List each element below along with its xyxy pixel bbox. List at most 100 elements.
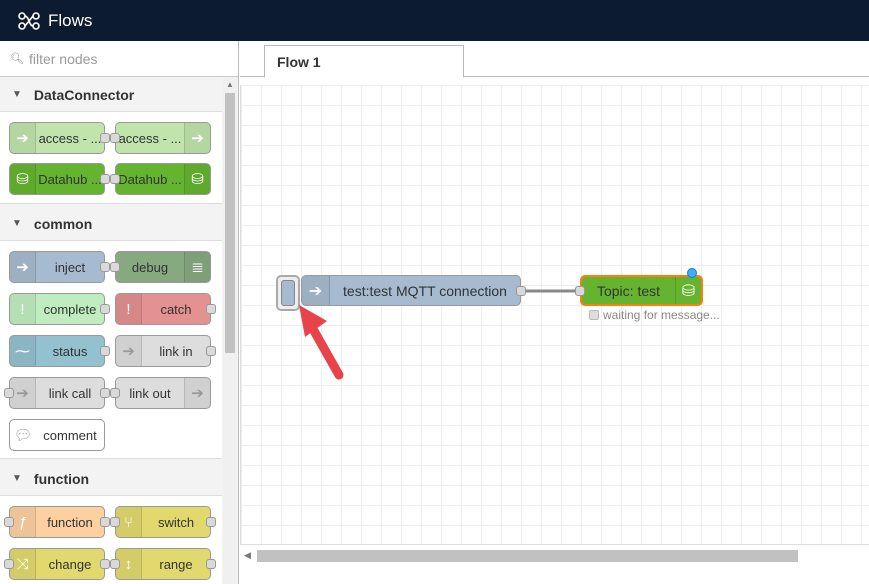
inject-trigger-button[interactable]: [276, 275, 300, 311]
palette-node-catch[interactable]: ! catch: [115, 293, 216, 325]
output-port[interactable]: [100, 388, 110, 398]
datahub-node-label: Topic: test: [596, 282, 661, 299]
exclamation-icon: !: [116, 294, 142, 324]
scroll-left-icon[interactable]: ◀: [244, 550, 251, 560]
app-title: Flows: [48, 10, 93, 30]
node-label: Datahub ...: [118, 171, 182, 187]
palette-node-link-call[interactable]: ➔ link call: [4, 377, 110, 409]
node-label: comment: [43, 427, 97, 443]
palette-node-switch[interactable]: ⑂ switch: [110, 506, 216, 538]
scrollbar-thumb[interactable]: [257, 550, 798, 562]
palette-node-link-out[interactable]: link out ➔: [110, 377, 211, 409]
palette-node-access-out[interactable]: access - ... ➔: [110, 122, 211, 154]
category-label: common: [33, 215, 93, 232]
output-port[interactable]: [100, 133, 110, 143]
output-port[interactable]: [206, 559, 216, 569]
link-in-icon: ➔: [116, 336, 142, 366]
switch-icon: ⑂: [116, 507, 142, 537]
arrow-in-icon: ➔: [302, 276, 330, 305]
node-label: catch: [160, 301, 192, 317]
palette-node-link-in[interactable]: ➔ link in: [115, 335, 216, 367]
output-port[interactable]: [516, 286, 526, 296]
changed-indicator: [687, 268, 697, 278]
output-port[interactable]: [100, 517, 110, 527]
palette-scrollbar[interactable]: ▲: [223, 77, 237, 584]
palette-node-comment[interactable]: 💬︎ comment: [9, 419, 105, 451]
input-port[interactable]: [110, 559, 120, 569]
link-out-icon: ➔: [184, 378, 210, 408]
output-port[interactable]: [100, 304, 110, 314]
category-label: DataConnector: [33, 86, 135, 103]
node-label: status: [52, 343, 88, 359]
palette-node-debug[interactable]: debug ≣: [110, 251, 211, 283]
input-port[interactable]: [110, 262, 120, 272]
chevron-down-icon: ▼: [12, 473, 22, 484]
category-function[interactable]: ▼ function: [0, 462, 222, 496]
palette-node-status[interactable]: ⁓ status: [9, 335, 110, 367]
output-port[interactable]: [206, 346, 216, 356]
red-arrow-annotation: [299, 305, 344, 380]
arrow-in-icon: ➔: [10, 252, 36, 282]
category-body-dataconnector: ➔ access - ... access - ... ➔ ⛁ Datahub …: [0, 112, 222, 204]
scrollbar-thumb[interactable]: [225, 93, 235, 353]
database-icon: ⛁: [675, 277, 701, 304]
node-palette: 🔍︎ filter nodes ▼ DataConnector ➔ access…: [0, 41, 239, 584]
palette-node-complete[interactable]: ! complete: [9, 293, 110, 325]
input-port[interactable]: [575, 286, 585, 296]
flow-canvas[interactable]: ➔ test:test MQTT connection Topic: test …: [240, 85, 869, 573]
shuffle-icon: ⤨: [10, 549, 36, 579]
output-port[interactable]: [100, 174, 110, 184]
category-body-common: ➔ inject debug ≣ ! complete ! catch ⁓ st…: [0, 241, 222, 459]
output-port[interactable]: [206, 517, 216, 527]
input-port[interactable]: [110, 517, 120, 527]
palette-node-datahub-out[interactable]: Datahub ... ⛁: [110, 163, 211, 195]
pulse-icon: ⁓: [10, 336, 36, 366]
category-body-function: ƒ function ⑂ switch ⤨ change ↕ range: [0, 496, 222, 584]
function-icon: ƒ: [10, 507, 36, 537]
node-label: inject: [54, 259, 86, 275]
input-port[interactable]: [110, 133, 120, 143]
tab-label: Flow 1: [277, 53, 321, 70]
output-port[interactable]: [100, 262, 110, 272]
category-common[interactable]: ▼ common: [0, 207, 222, 241]
category-dataconnector[interactable]: ▼ DataConnector: [0, 78, 222, 112]
status-icon: [589, 310, 599, 320]
mqtt-in-node[interactable]: ➔ test:test MQTT connection: [301, 275, 526, 306]
canvas-horizontal-scrollbar[interactable]: ◀: [240, 544, 869, 584]
node-label: Datahub ...: [38, 171, 102, 187]
arrow-in-icon: ➔: [10, 123, 36, 153]
input-port[interactable]: [4, 388, 14, 398]
exclamation-icon: !: [10, 294, 36, 324]
search-icon: 🔍︎: [10, 53, 24, 65]
node-label: link call: [48, 385, 92, 401]
chevron-down-icon: ▼: [12, 89, 22, 100]
input-port[interactable]: [110, 388, 120, 398]
tab-flow-1[interactable]: Flow 1: [264, 45, 464, 78]
node-label: link in: [159, 343, 193, 359]
palette-node-function[interactable]: ƒ function: [4, 506, 110, 538]
wire-layer: [525, 289, 577, 293]
tab-bar: Flow 1: [240, 41, 869, 78]
output-port[interactable]: [100, 346, 110, 356]
output-port[interactable]: [100, 559, 110, 569]
input-port[interactable]: [4, 517, 14, 527]
palette-node-access-in[interactable]: ➔ access - ...: [9, 122, 110, 154]
node-label: complete: [43, 301, 97, 317]
palette-node-inject[interactable]: ➔ inject: [9, 251, 110, 283]
node-label: range: [159, 556, 193, 572]
palette-node-datahub-in[interactable]: ⛁ Datahub ...: [9, 163, 110, 195]
filter-input[interactable]: 🔍︎ filter nodes: [0, 41, 238, 77]
arrow-out-icon: ➔: [184, 123, 210, 153]
database-icon: ⛁: [184, 164, 210, 194]
scroll-up-icon[interactable]: ▲: [226, 80, 234, 89]
input-port[interactable]: [4, 559, 14, 569]
output-port[interactable]: [206, 304, 216, 314]
database-icon: ⛁: [10, 164, 36, 194]
datahub-node[interactable]: Topic: test ⛁: [575, 268, 703, 306]
node-label: access - ...: [38, 130, 102, 146]
palette-node-range[interactable]: ↕ range: [110, 548, 216, 580]
node-label: change: [48, 556, 92, 572]
palette-node-change[interactable]: ⤨ change: [4, 548, 110, 580]
input-port[interactable]: [110, 174, 120, 184]
list-icon: ≣: [184, 252, 210, 282]
